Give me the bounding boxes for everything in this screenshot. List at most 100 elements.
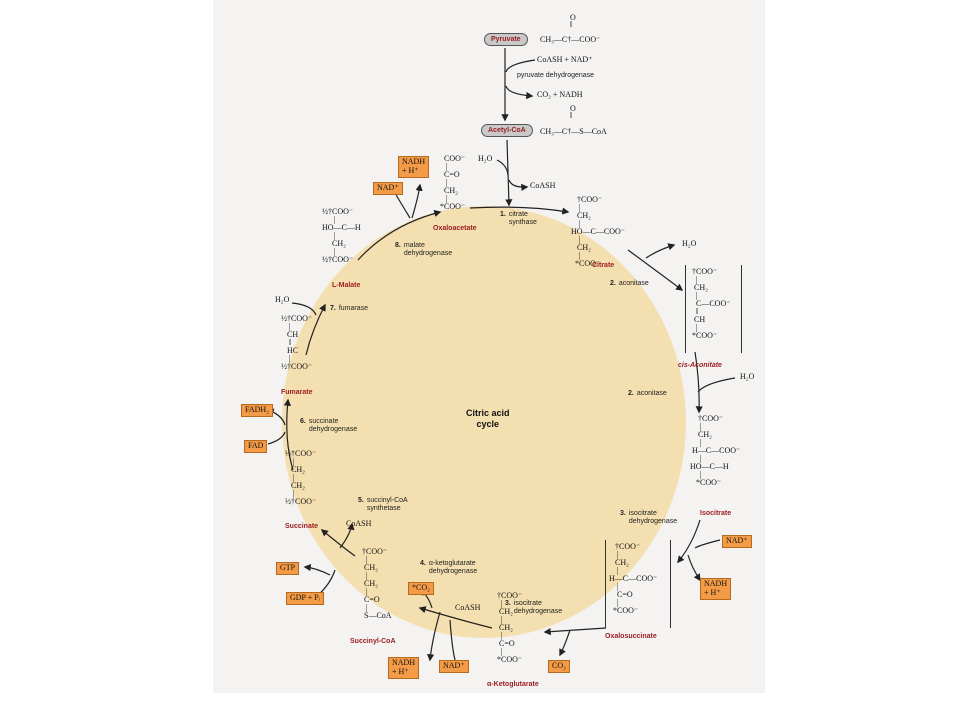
- coash-input-4: CoASH: [455, 603, 481, 612]
- fumarate-name: Fumarate: [281, 389, 313, 396]
- malate-name: L-Malate: [332, 282, 361, 289]
- nad-box-3: NAD⁺: [722, 535, 752, 548]
- step-3a-enzyme: isocitrate dehydrogenase: [628, 510, 678, 526]
- arrow-succinate-fumarate: [283, 398, 294, 471]
- step-6-num: 6.: [300, 418, 306, 425]
- step-7-enzyme: fumarase: [338, 305, 369, 312]
- h2o-input-3: H₂O: [740, 372, 755, 381]
- arrow-h2o-in-7: [291, 302, 317, 316]
- coash-output-5: CoASH: [346, 519, 372, 528]
- arrow-isocitrate-oxalosuccinate: [677, 519, 701, 564]
- step-1-enzyme: citrate synthase: [508, 211, 537, 227]
- acetylcoa-label: Acetyl-CoA: [481, 124, 533, 137]
- gtp-box: GTP: [276, 562, 300, 575]
- cycle-title: Citric acid cycle: [466, 408, 510, 430]
- arrow-nad-in-2: [694, 539, 721, 549]
- arrow-co2-nadh-out: [505, 85, 534, 100]
- step-3b-num: 3.: [505, 600, 511, 607]
- citrate-structure: †COO⁻ | CH₂ | HO—C—COO⁻ | CH₂ | *COO⁻: [571, 195, 626, 268]
- arrow-oxaloacetate-citrate: [469, 206, 570, 215]
- arrow-citrate-aconitate: [627, 249, 684, 291]
- alpha-ketoglutarate-name: α-Ketoglutarate: [487, 681, 539, 688]
- arrow-aketo-succinylcoa: [418, 606, 493, 629]
- oxalosuccinate-bracket: [605, 540, 671, 628]
- arrow-h2o-out-1: [645, 243, 676, 259]
- arrow-coash-in-4: [449, 619, 456, 661]
- cis-aconitate-structure: †COO⁻ | CH₂ | C—COO⁻ ‖ CH | *COO⁻: [692, 267, 731, 340]
- fumarate-structure: ½†COO⁻ | CH ‖ HC | ½†COO⁻: [281, 314, 313, 371]
- malate-structure: ½†COO⁻ | HO—C—H | CH₂ | ½†COO⁻: [322, 207, 361, 264]
- arrow-fumarate-malate: [305, 303, 326, 356]
- arrow-succinylcoa-succinate: [320, 529, 356, 557]
- succinyl-coa-structure: †COO⁻ | CH₂ | CH₂ | C=O | S—CoA: [362, 547, 392, 620]
- step-4-label: 4.α-ketoglutarate dehydrogenase: [420, 560, 477, 576]
- arrow-nadh-out-2: [687, 554, 701, 582]
- cycle-title-line2: cycle: [476, 418, 500, 429]
- citrate-name: Citrate: [592, 262, 615, 269]
- arrow-oxalosuccinate-aketo: [543, 627, 607, 636]
- oxalosuccinate-structure: †COO⁻ | CH₂ | H—C—COO⁻ | C=O | *COO⁻: [609, 542, 658, 615]
- arrow-coash-out-5: [339, 522, 355, 549]
- arrow-gtp-out: [303, 563, 331, 576]
- arrow-coash-nad-in: [505, 59, 536, 73]
- fadh2-box: FADH₂: [241, 404, 273, 417]
- step-3b-enzyme: isocitrate dehydrogenase: [513, 600, 563, 616]
- arrow-coash-out: [508, 179, 529, 191]
- step-8-num: 8.: [395, 242, 401, 249]
- step-5-num: 5.: [358, 497, 364, 504]
- step-8-label: 8.malate dehydrogenase: [395, 242, 452, 258]
- step-4-num: 4.: [420, 560, 426, 567]
- step-1-label: 1.citrate synthase: [500, 211, 537, 227]
- cofactors-out: CO₂ + NADH: [537, 90, 583, 99]
- nadh-box-8: NADH + H⁺: [398, 156, 430, 178]
- step-6-label: 6.succinate dehydrogenase: [300, 418, 357, 434]
- cycle-circle: [282, 206, 686, 638]
- isocitrate-structure: †COO⁻ | CH₂ | H—C—COO⁻ | HO—C—H | *COO⁻: [690, 414, 741, 487]
- arrow-nadh-out-8: [411, 183, 423, 219]
- step-1-num: 1.: [500, 211, 506, 218]
- step-4-enzyme: α-ketoglutarate dehydrogenase: [428, 560, 478, 576]
- cycle-title-line1: Citric acid: [466, 408, 510, 418]
- arrow-malate-oxaloacetate: [357, 209, 442, 261]
- step-2a-enzyme: aconitase: [618, 280, 649, 287]
- cofactors-in: CoASH + NAD⁺: [537, 55, 593, 64]
- step-2b-enzyme: aconitase: [636, 390, 667, 397]
- arrow-nad-in-4: [426, 611, 441, 662]
- step-6-enzyme: succinate dehydrogenase: [308, 418, 358, 434]
- cis-aconitate-bracket: [685, 265, 742, 353]
- isocitrate-name: Isocitrate: [700, 510, 732, 517]
- step-3b-label: 3.isocitrate dehydrogenase: [505, 600, 562, 616]
- co2-box-3: CO₂: [548, 660, 570, 673]
- co2-box-4: *CO₂: [408, 582, 434, 595]
- fad-box: FAD: [244, 440, 268, 453]
- succinate-structure: ½†COO⁻ | CH₂ | CH₂ | ½†COO⁻: [285, 449, 317, 506]
- step-2b-label: 2.aconitase: [628, 390, 667, 398]
- succinate-name: Succinate: [285, 523, 319, 530]
- pyruvate-carbonyl: O ‖: [570, 13, 576, 30]
- pdh-enzyme-label: pyruvate dehydrogenase: [517, 72, 595, 79]
- h2o-output-2: H₂O: [682, 239, 697, 248]
- nadh-box-3: NADH + H⁺: [700, 578, 732, 600]
- coash-output-1: CoASH: [530, 181, 556, 190]
- nad-box-4: NAD⁺: [439, 660, 469, 673]
- step-2a-label: 2.aconitase: [610, 280, 649, 288]
- nadh-box-4: NADH + H⁺: [388, 657, 420, 679]
- step-3a-num: 3.: [620, 510, 626, 517]
- arrow-h2o-in: [496, 159, 509, 176]
- step-7-num: 7.: [330, 305, 336, 312]
- acetylcoa-carbonyl: O ‖: [570, 104, 576, 121]
- h2o-input-7: H₂O: [275, 295, 290, 304]
- h2o-input-1: H₂O: [478, 154, 493, 163]
- pyruvate-formula: CH₃—C†—COO⁻: [540, 35, 601, 44]
- arrow-fad-in: [267, 431, 286, 445]
- step-5-label: 5.succinyl-CoA synthetase: [358, 497, 408, 513]
- oxalosuccinate-name: Oxalosuccinate: [605, 633, 657, 640]
- oxaloacetate-name: Oxaloacetate: [433, 225, 477, 232]
- acetylcoa-formula: CH₃—C†—S—CoA: [540, 127, 607, 136]
- step-2b-num: 2.: [628, 390, 634, 397]
- step-2a-num: 2.: [610, 280, 616, 287]
- alpha-ketoglutarate-structure: †COO⁻ | CH₂ | CH₂ | C=O | *COO⁻: [497, 591, 523, 664]
- cis-aconitate-name: cis-Aconitate: [678, 362, 722, 369]
- step-3a-label: 3.isocitrate dehydrogenase: [620, 510, 677, 526]
